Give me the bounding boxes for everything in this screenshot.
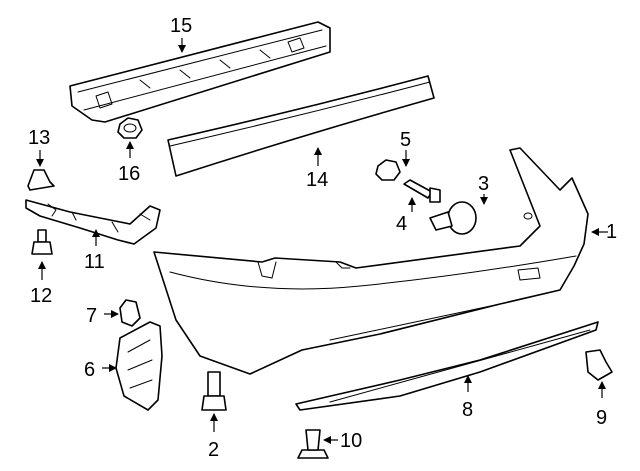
callout-9: 9 [596, 407, 607, 429]
callout-8: 8 [462, 399, 473, 421]
part-12-bolt [31, 229, 53, 255]
callout-1: 1 [606, 221, 617, 243]
callout-6: 6 [84, 359, 95, 381]
part-4-screw [403, 179, 441, 203]
callout-labels: 1 2 3 4 5 6 7 8 9 10 11 12 13 14 15 16 [28, 15, 617, 461]
part-5-nut [375, 159, 401, 181]
part-2-bolt [201, 371, 227, 411]
callout-2: 2 [208, 439, 219, 461]
callout-7: 7 [86, 305, 97, 327]
callout-3: 3 [478, 173, 489, 195]
part-13-clip [27, 169, 55, 191]
callout-4: 4 [396, 213, 407, 235]
part-1-bumper-cover [153, 147, 589, 375]
callout-10: 10 [340, 430, 362, 452]
part-7-clip [119, 299, 141, 327]
part-9-clip [585, 349, 613, 381]
part-6-bracket [115, 321, 163, 411]
part-3-sensor [429, 201, 477, 235]
leader-lines [36, 38, 608, 444]
part-15-reinforcement [69, 21, 331, 123]
callout-5: 5 [400, 129, 411, 151]
callout-14: 14 [306, 169, 328, 191]
part-16-nut [117, 117, 143, 139]
part-8-molding [295, 321, 599, 411]
callout-15: 15 [170, 15, 192, 37]
callout-13: 13 [28, 127, 50, 149]
part-11-bracket [25, 199, 161, 245]
part-14-absorber [167, 75, 435, 177]
callout-16: 16 [118, 163, 140, 185]
callout-11: 11 [84, 251, 105, 273]
part-10-clip [297, 429, 329, 459]
callout-12: 12 [30, 285, 52, 307]
